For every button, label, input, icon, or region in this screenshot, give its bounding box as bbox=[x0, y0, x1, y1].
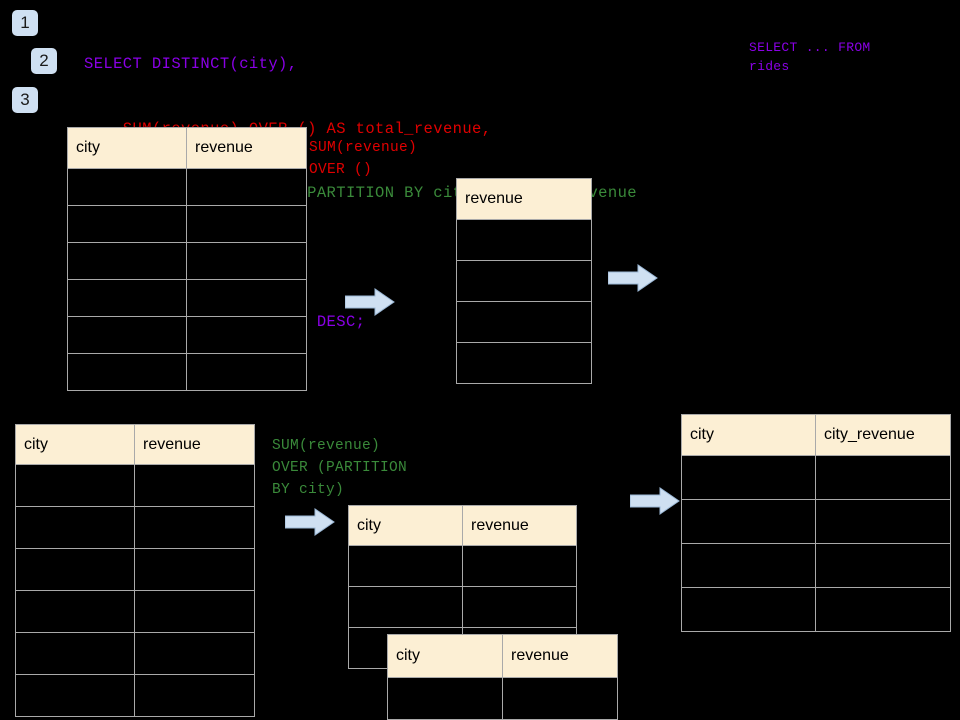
table-row bbox=[456, 342, 592, 384]
column-header-city: city bbox=[348, 505, 463, 546]
cell-city-revenue bbox=[815, 543, 951, 588]
table-row bbox=[67, 168, 307, 206]
cell-city bbox=[348, 545, 463, 587]
step-badge-2: 2 bbox=[31, 48, 57, 74]
cell-city bbox=[67, 279, 187, 317]
annotation-over-partition: SUM(revenue) OVER (PARTITION BY city) bbox=[272, 438, 408, 498]
table-revenue-only: revenue bbox=[456, 178, 592, 384]
cell-revenue bbox=[462, 545, 577, 587]
table-row bbox=[15, 674, 255, 717]
column-header-city: city bbox=[681, 414, 816, 456]
cell-revenue bbox=[462, 586, 577, 628]
cell-city bbox=[15, 590, 135, 633]
table-row bbox=[67, 205, 307, 243]
column-header-city: city bbox=[387, 634, 503, 678]
table-row bbox=[681, 587, 951, 632]
cell-city bbox=[15, 632, 135, 675]
table-row bbox=[67, 316, 307, 354]
cell-revenue bbox=[134, 632, 255, 675]
table-row bbox=[456, 260, 592, 302]
cell-revenue bbox=[186, 168, 307, 206]
cell-city bbox=[681, 587, 816, 632]
column-header-city: city bbox=[67, 127, 187, 169]
table-partition-a: city revenue bbox=[348, 505, 577, 669]
column-header-revenue: revenue bbox=[462, 505, 577, 546]
cell-revenue bbox=[186, 316, 307, 354]
table-row bbox=[67, 242, 307, 280]
cell-revenue bbox=[186, 242, 307, 280]
step-badge-1: 1 bbox=[12, 10, 38, 36]
cell-city-revenue bbox=[815, 499, 951, 544]
cell-revenue bbox=[134, 590, 255, 633]
cell-city-revenue bbox=[815, 587, 951, 632]
cell-revenue bbox=[456, 301, 592, 343]
table-header-row: city city_revenue bbox=[681, 414, 951, 456]
cell-city bbox=[67, 205, 187, 243]
cell-city bbox=[681, 499, 816, 544]
table-row bbox=[15, 632, 255, 675]
column-header-revenue: revenue bbox=[134, 424, 255, 465]
cell-revenue bbox=[134, 548, 255, 591]
cell-revenue bbox=[186, 353, 307, 391]
sql-aside-select-from-rides: SELECT ... FROM rides bbox=[749, 40, 871, 74]
cell-revenue bbox=[456, 219, 592, 261]
table-row bbox=[15, 464, 255, 507]
column-header-revenue: revenue bbox=[186, 127, 307, 169]
table-row bbox=[15, 590, 255, 633]
arrow-partition-to-result bbox=[630, 487, 680, 515]
cell-city bbox=[67, 242, 187, 280]
column-header-city: city bbox=[15, 424, 135, 465]
table-header-row: city revenue bbox=[387, 634, 618, 678]
table-row bbox=[456, 301, 592, 343]
table-header-row: city revenue bbox=[15, 424, 255, 465]
table-row bbox=[456, 219, 592, 261]
cell-city bbox=[67, 316, 187, 354]
table-header-row: city revenue bbox=[348, 505, 577, 546]
cell-revenue bbox=[186, 205, 307, 243]
table-source-bottom: city revenue bbox=[15, 424, 255, 717]
table-row bbox=[348, 586, 577, 628]
table-row bbox=[681, 499, 951, 544]
table-row bbox=[15, 548, 255, 591]
cell-city bbox=[15, 548, 135, 591]
cell-city bbox=[681, 543, 816, 588]
cell-revenue bbox=[186, 279, 307, 317]
table-header-row: city revenue bbox=[67, 127, 307, 169]
step-badge-3: 3 bbox=[12, 87, 38, 113]
cell-city bbox=[67, 353, 187, 391]
arrow-source-to-partition bbox=[285, 508, 335, 536]
table-row bbox=[15, 506, 255, 549]
table-row bbox=[67, 279, 307, 317]
arrow-source-to-revenue bbox=[345, 288, 395, 316]
cell-city bbox=[15, 674, 135, 717]
column-header-revenue: revenue bbox=[502, 634, 618, 678]
table-source-top: city revenue bbox=[67, 127, 307, 391]
cell-city bbox=[67, 168, 187, 206]
cell-revenue bbox=[456, 342, 592, 384]
table-row bbox=[348, 545, 577, 587]
table-row bbox=[387, 677, 618, 720]
table-result: city city_revenue bbox=[681, 414, 951, 632]
column-header-revenue: revenue bbox=[456, 178, 592, 220]
cell-revenue bbox=[134, 506, 255, 549]
cell-city-revenue bbox=[815, 455, 951, 500]
cell-city bbox=[348, 586, 463, 628]
table-header-row: revenue bbox=[456, 178, 592, 220]
cell-revenue bbox=[502, 677, 618, 720]
arrow-revenue-to-right bbox=[608, 264, 658, 292]
annotation-over-empty: SUM(revenue) OVER () bbox=[309, 140, 418, 178]
cell-city bbox=[15, 464, 135, 507]
cell-city bbox=[387, 677, 503, 720]
column-header-city-revenue: city_revenue bbox=[815, 414, 951, 456]
cell-revenue bbox=[134, 674, 255, 717]
cell-revenue bbox=[134, 464, 255, 507]
cell-city bbox=[15, 506, 135, 549]
table-row bbox=[67, 353, 307, 391]
table-row bbox=[681, 455, 951, 500]
cell-revenue bbox=[456, 260, 592, 302]
table-partition-b: city revenue bbox=[387, 634, 618, 720]
table-row bbox=[681, 543, 951, 588]
sql-line-select: SELECT DISTINCT(city), bbox=[84, 55, 298, 73]
cell-city bbox=[681, 455, 816, 500]
